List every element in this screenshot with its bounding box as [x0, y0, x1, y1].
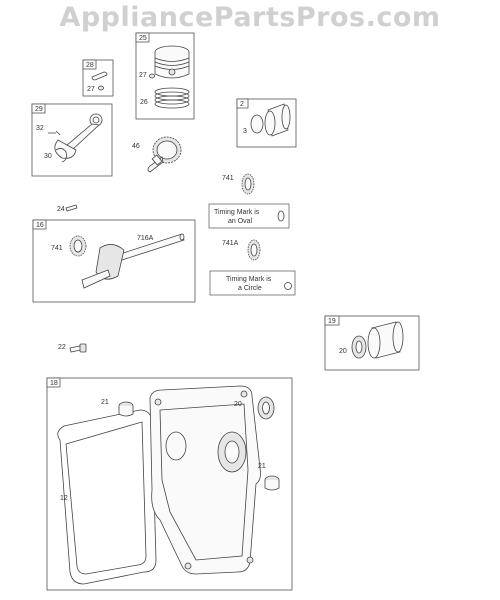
note-timing-mark-circle: Timing Mark is a Circle [209, 270, 296, 296]
crankshaft-icon [81, 233, 185, 289]
circle-mark-icon [284, 282, 292, 290]
group-29-number: 29 [35, 106, 43, 113]
piston-rings-icon [154, 87, 190, 109]
group-29-box [31, 103, 113, 177]
bushing-icon [264, 103, 291, 137]
note-oval-line1: Timing Mark is [214, 209, 260, 216]
note-circle-line2: a Circle [238, 285, 262, 292]
group-28-piston-pin[interactable]: 28 27 [82, 59, 114, 97]
group-2-box [236, 98, 297, 148]
timing-gear-oval-icon [241, 173, 255, 195]
rod-cap-icon [55, 148, 67, 163]
retainer-clip-icon [98, 85, 104, 91]
group-19-oil-seal[interactable]: 19 20 [324, 315, 420, 371]
note-oval-line2: an Oval [228, 218, 253, 225]
timing-gear-circle-icon [247, 239, 261, 261]
oval-mark-icon [277, 210, 285, 222]
callout-21b: 21 [258, 463, 266, 470]
piston-pin-icon [91, 71, 108, 81]
group-16-number: 16 [36, 222, 44, 229]
crank-gear-icon [69, 235, 87, 257]
plug-lower-icon [264, 475, 280, 491]
callout-12: 12 [60, 495, 68, 502]
callout-716a: 716A [137, 235, 154, 242]
group-25-box [135, 32, 195, 120]
group-18-crankcase-cover[interactable]: 18 12 21 20 21 [46, 377, 293, 591]
cover-seal-icon [257, 396, 275, 420]
callout-741b: 741 [51, 245, 63, 252]
group-2-oil-seal[interactable]: 2 3 [236, 98, 297, 148]
callout-24: 24 [57, 206, 65, 213]
group-2-number: 2 [240, 101, 244, 108]
callout-741a: 741 [222, 175, 234, 182]
callout-22: 22 [58, 344, 66, 351]
camshaft-icon [147, 136, 182, 173]
callout-3: 3 [243, 128, 247, 135]
rod-bolt-icon [48, 130, 61, 136]
piston-pin-clip-icon [149, 73, 155, 79]
group-25-number: 25 [139, 35, 147, 42]
group-19-tag [324, 315, 340, 326]
callout-26: 26 [140, 99, 148, 106]
group-2-tag [236, 98, 249, 109]
callout-20a: 20 [339, 348, 347, 355]
group-18-number: 18 [50, 380, 58, 387]
group-18-box [46, 377, 293, 591]
group-19-number: 19 [328, 318, 336, 325]
callout-46: 46 [132, 143, 140, 150]
callout-741A: 741A [222, 240, 239, 247]
group-25-piston-assembly[interactable]: 25 27 26 [135, 32, 195, 120]
callout-32: 32 [36, 125, 44, 132]
cover-housing-icon [149, 385, 261, 575]
callout-20b: 20 [234, 401, 242, 408]
callout-21a: 21 [101, 399, 109, 406]
connecting-rod-icon [54, 113, 103, 159]
group-25-tag [135, 32, 150, 43]
watermark: AppliancePartsPros.com [59, 2, 441, 33]
group-18-tag [46, 377, 61, 388]
sleeve-icon [367, 321, 404, 359]
group-19-box [324, 315, 420, 371]
group-29-tag [31, 103, 46, 114]
callout-30: 30 [44, 153, 52, 160]
gasket-icon [57, 409, 157, 585]
group-28-box [82, 59, 114, 97]
callout-27a: 27 [139, 72, 147, 79]
note-timing-mark-oval: Timing Mark is an Oval [208, 203, 290, 229]
dowel-pin-icon [65, 204, 78, 212]
callout-27b: 27 [87, 86, 95, 93]
group-16-box [32, 219, 196, 303]
plug-upper-icon [118, 401, 134, 417]
seal-icon [351, 335, 367, 359]
note-circle-line1: Timing Mark is [226, 276, 272, 283]
group-16-crankshaft[interactable]: 16 741 716A [32, 219, 196, 303]
group-28-tag [82, 59, 97, 70]
bolt-icon [69, 343, 87, 353]
group-28-number: 28 [86, 62, 94, 69]
group-29-connecting-rod[interactable]: 29 32 30 [31, 103, 113, 177]
seal-ring-icon [250, 114, 264, 134]
group-16-tag [32, 219, 47, 230]
piston-icon [154, 45, 190, 79]
